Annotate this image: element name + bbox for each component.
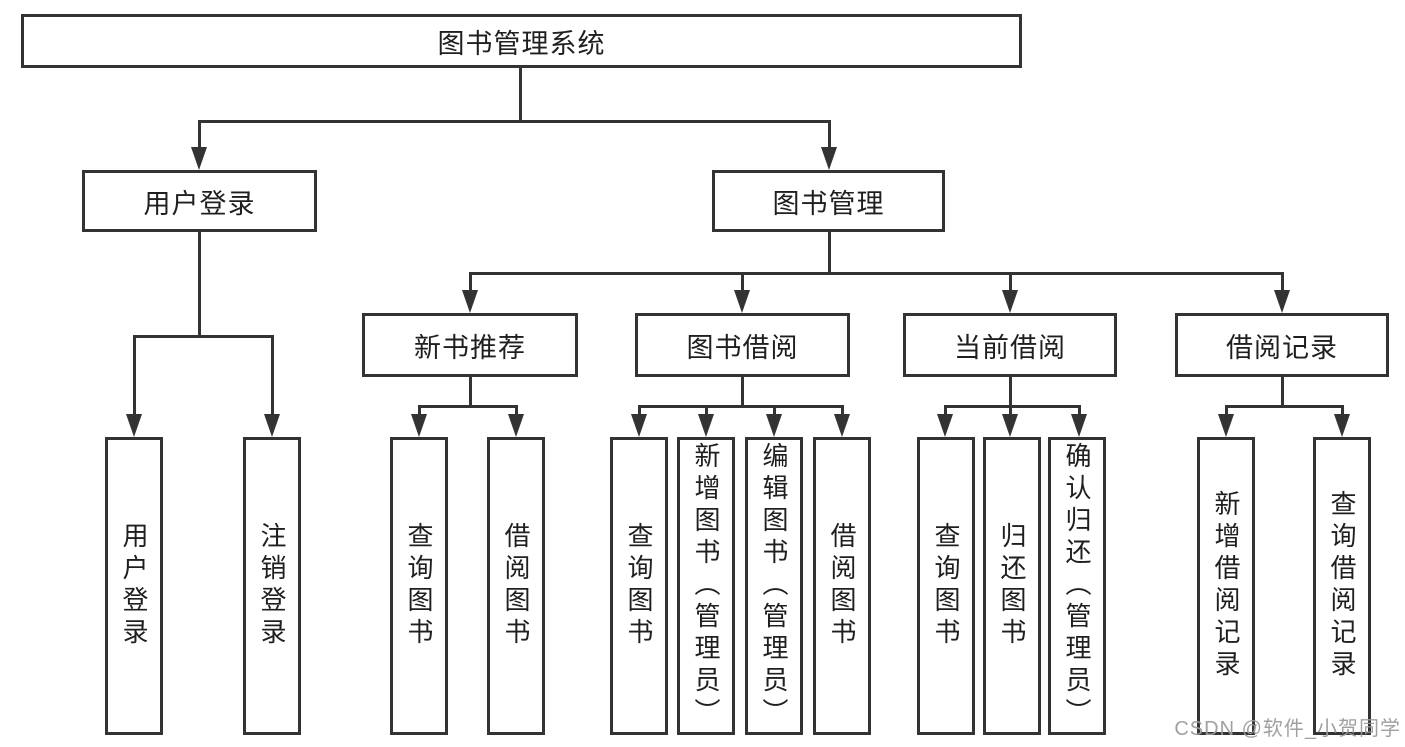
csdn-watermark: CSDN @软件_小贺同学 — [1174, 718, 1401, 740]
arrowhead-g4c — [1071, 414, 1087, 437]
arrowhead-g3c — [766, 414, 782, 437]
connector-group4-bar — [944, 405, 1081, 408]
leaf-label: 新增借阅记录 — [1211, 490, 1241, 682]
connector-stem-g5a — [1225, 405, 1228, 418]
arrowhead-g3b — [698, 414, 714, 437]
arrowhead-book-borrow — [734, 290, 750, 313]
node-label: 新书推荐 — [414, 332, 526, 363]
node-label: 借阅记录 — [1226, 332, 1338, 363]
leaf-add-books-admin: 新增图书（管理员） — [677, 437, 735, 735]
connector-stem-g2a — [418, 405, 421, 418]
arrowhead-g2a — [411, 414, 427, 437]
leaf-label: 查询图书 — [931, 522, 961, 650]
leaf-return-books: 归还图书 — [983, 437, 1041, 735]
connector-stem-g4a — [944, 405, 947, 418]
arrowhead-current-borrow — [1002, 290, 1018, 313]
connector-stem-book-borrow — [741, 272, 744, 294]
arrowhead-g1b — [264, 414, 280, 437]
connector-level2-bar — [469, 272, 1283, 275]
connector-root-drop — [519, 66, 522, 123]
leaf-edit-books-admin: 编辑图书（管理员） — [745, 437, 803, 735]
leaf-user-login: 用户登录 — [105, 437, 163, 735]
connector-group5-bar — [1225, 405, 1344, 408]
leaf-borrow-books-recommend: 借阅图书 — [487, 437, 545, 735]
connector-newbook-drop — [469, 376, 472, 408]
connector-bookborrow-drop — [741, 376, 744, 408]
connector-stem-g3d — [841, 405, 844, 418]
connector-stem-g1b — [271, 335, 274, 418]
arrowhead-book-mgmt — [821, 147, 837, 170]
arrowhead-g2b — [508, 414, 524, 437]
leaf-label: 注销登录 — [257, 522, 287, 650]
arrowhead-g5a — [1218, 414, 1234, 437]
connector-stem-g2b — [515, 405, 518, 418]
arrowhead-user-login — [191, 147, 207, 170]
leaf-query-books-borrowing: 查询图书 — [610, 437, 668, 735]
connector-stem-g3c — [773, 405, 776, 418]
connector-group3-bar — [638, 405, 844, 408]
connector-stem-g4b — [1009, 405, 1012, 418]
arrowhead-g4b — [1002, 414, 1018, 437]
leaf-label: 查询图书 — [404, 522, 434, 650]
node-label: 当前借阅 — [954, 332, 1066, 363]
connector-stem-g3b — [705, 405, 708, 418]
leaf-logout: 注销登录 — [243, 437, 301, 735]
node-borrow-records: 借阅记录 — [1175, 313, 1389, 377]
leaf-query-borrow-record: 查询借阅记录 — [1313, 437, 1371, 735]
node-current-borrowing: 当前借阅 — [903, 313, 1117, 377]
connector-userlogin-drop — [198, 231, 201, 338]
leaf-label: 新增图书（管理员） — [691, 442, 721, 730]
leaf-query-books-current: 查询图书 — [917, 437, 975, 735]
leaf-label: 用户登录 — [119, 522, 149, 650]
node-root-library-system: 图书管理系统 — [21, 14, 1022, 68]
arrowhead-g1a — [126, 414, 142, 437]
connector-stem-new-book — [469, 272, 472, 294]
connector-stem-user-login — [198, 120, 201, 152]
arrowhead-g5b — [1334, 414, 1350, 437]
connector-stem-g4c — [1078, 405, 1081, 418]
leaf-label: 查询图书 — [624, 522, 654, 650]
node-new-book-recommend: 新书推荐 — [362, 313, 578, 377]
leaf-borrow-books-borrowing: 借阅图书 — [813, 437, 871, 735]
leaf-query-books-recommend: 查询图书 — [390, 437, 448, 735]
arrowhead-g3d — [834, 414, 850, 437]
node-label: 图书管理系统 — [437, 28, 606, 59]
connector-bookmgmt-drop — [828, 231, 831, 275]
connector-group2-bar — [418, 405, 518, 408]
connector-stem-book-mgmt — [828, 120, 831, 152]
node-label: 用户登录 — [143, 188, 256, 219]
leaf-confirm-return-admin: 确认归还（管理员） — [1048, 437, 1106, 735]
node-user-login: 用户登录 — [82, 170, 317, 232]
connector-level1-bar — [198, 120, 831, 123]
leaf-add-borrow-record: 新增借阅记录 — [1197, 437, 1255, 735]
connector-stem-g1a — [133, 335, 136, 418]
arrowhead-g4a — [937, 414, 953, 437]
connector-stem-borrow-record — [1281, 272, 1284, 294]
connector-currentborrow-drop — [1009, 376, 1012, 408]
arrowhead-g3a — [631, 414, 647, 437]
leaf-label: 借阅图书 — [501, 522, 531, 650]
leaf-label: 借阅图书 — [827, 522, 857, 650]
connector-stem-g3a — [638, 405, 641, 418]
connector-group1-bar — [133, 335, 274, 338]
node-label: 图书借阅 — [686, 332, 799, 363]
arrowhead-new-book — [462, 290, 478, 313]
node-book-management: 图书管理 — [712, 170, 945, 232]
node-label: 图书管理 — [772, 188, 885, 219]
arrowhead-borrow-record — [1274, 290, 1290, 313]
node-book-borrowing: 图书借阅 — [635, 313, 850, 377]
leaf-label: 编辑图书（管理员） — [759, 442, 789, 730]
leaf-label: 查询借阅记录 — [1327, 490, 1357, 682]
connector-borrowrecord-drop — [1281, 376, 1284, 408]
connector-stem-g5b — [1341, 405, 1344, 418]
connector-stem-current-borrow — [1009, 272, 1012, 294]
leaf-label: 确认归还（管理员） — [1062, 442, 1092, 730]
leaf-label: 归还图书 — [997, 522, 1027, 650]
